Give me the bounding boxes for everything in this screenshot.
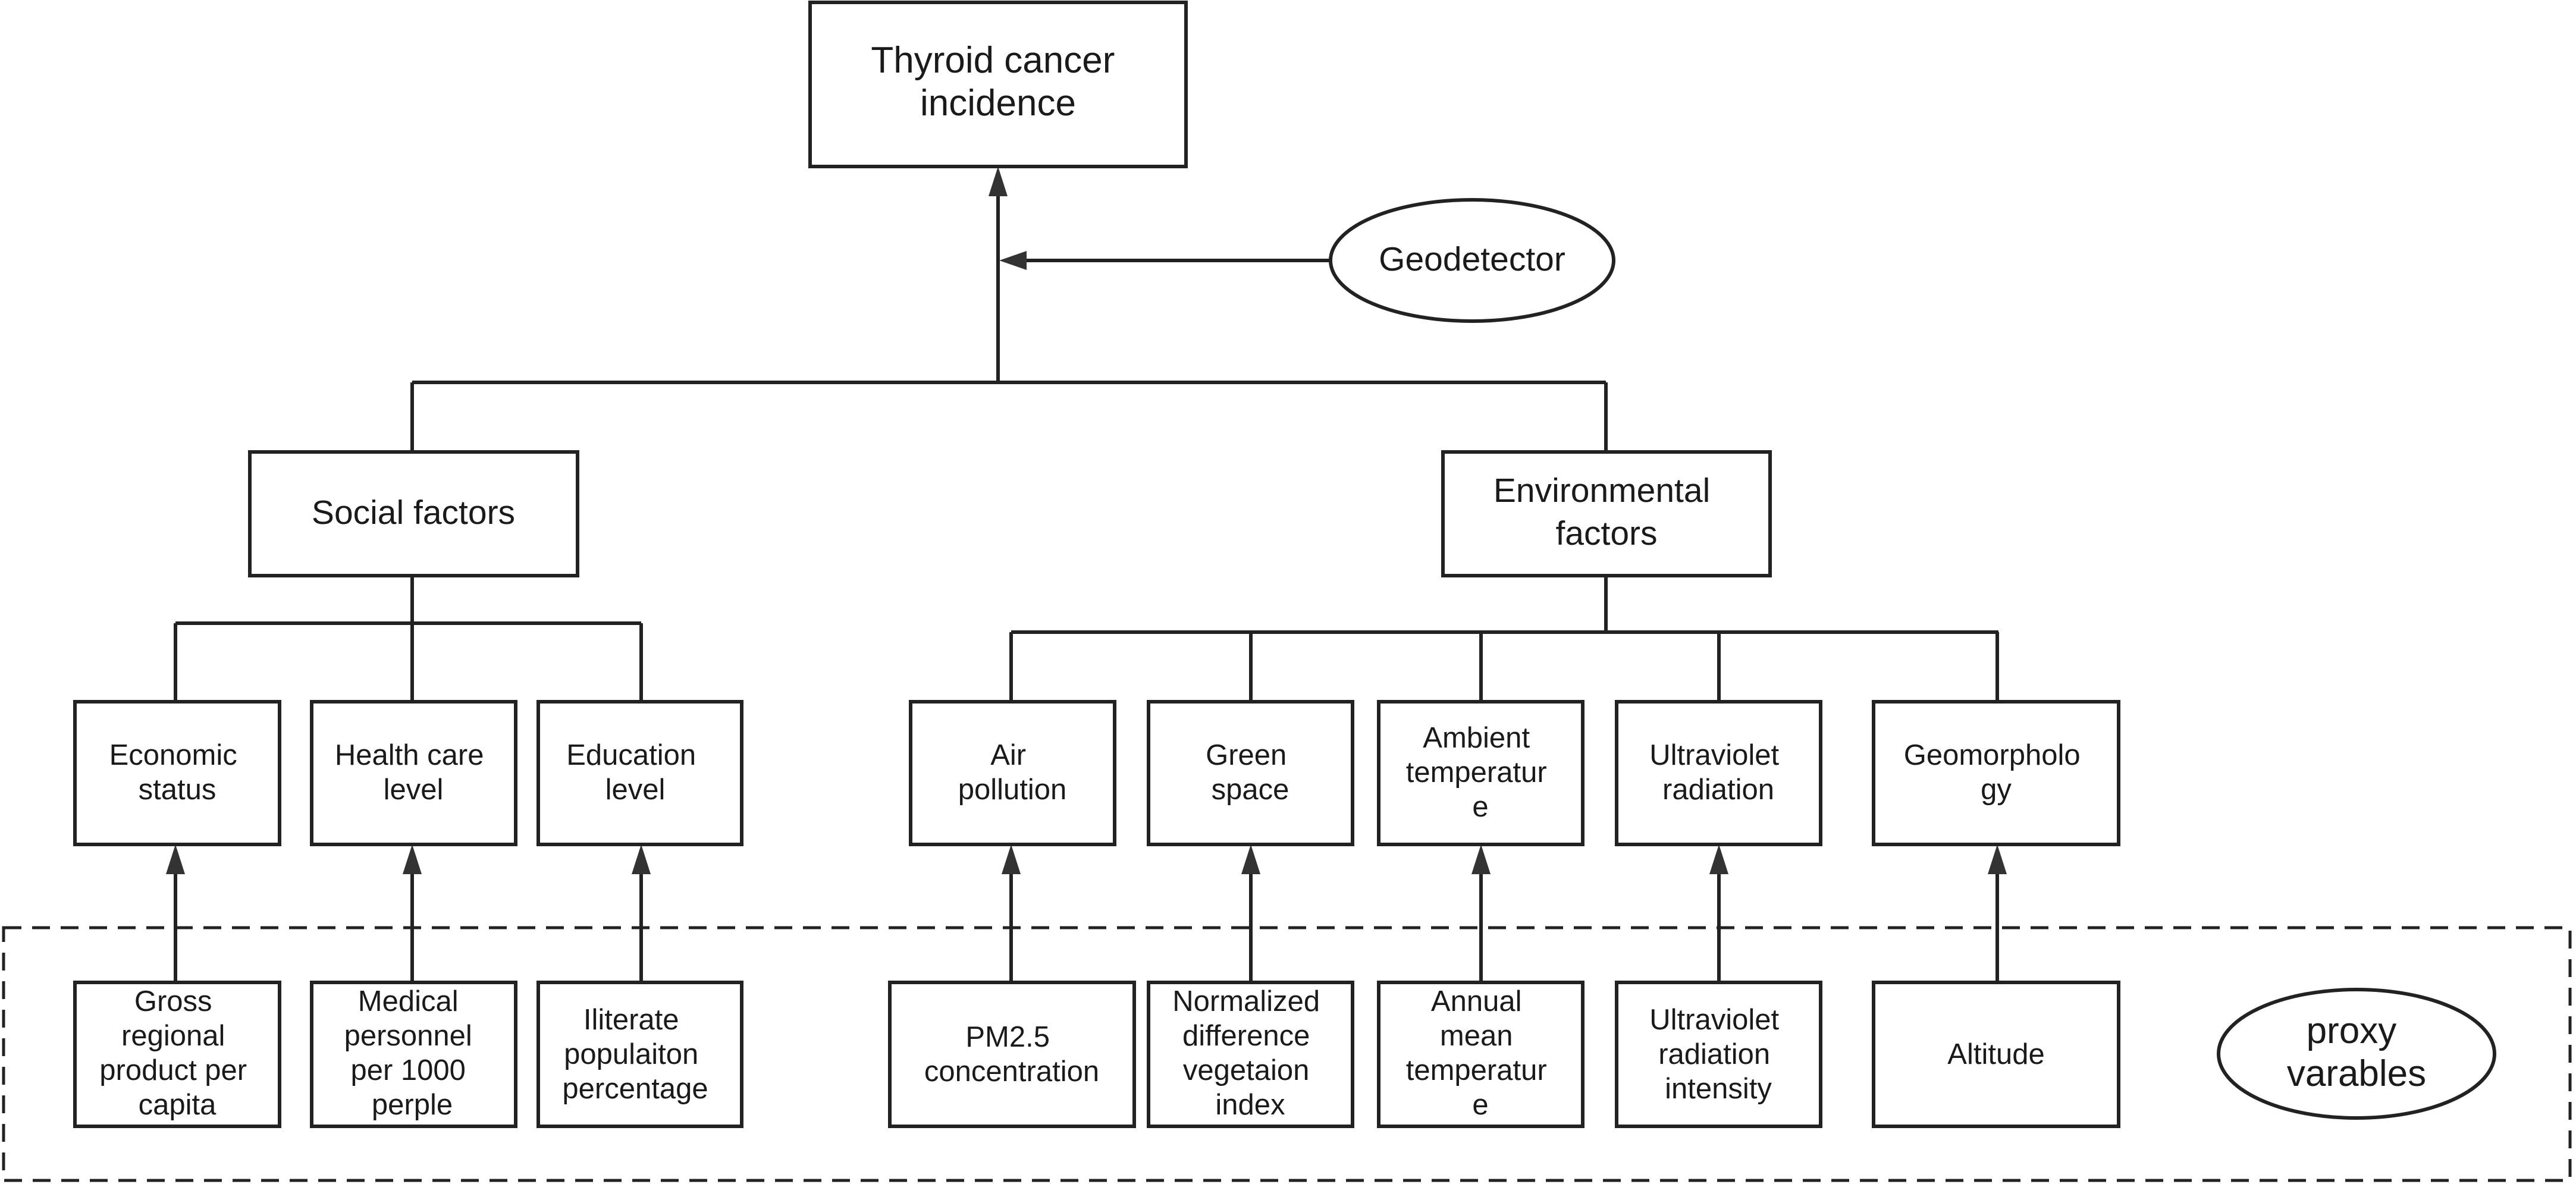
proxy-uv-intensity-label: Ultraviolet radiation intensity <box>1649 1004 1787 1105</box>
education-arrowhead <box>632 844 651 874</box>
arrowheads <box>166 167 2007 874</box>
geodetector-label: Geodetector <box>1379 240 1565 278</box>
proxy-variables-node: proxy varables <box>2217 988 2496 1120</box>
proxy-medical-personnel-box <box>310 981 517 1128</box>
factor-geomorphology: Geomorpholo gy <box>1872 700 2120 846</box>
geomorph-arrowhead <box>1988 844 2007 874</box>
root-node: Thyroid cancer incidence <box>808 1 1188 168</box>
factor-green-space-label: Green space <box>1206 739 1295 806</box>
proxy-gross-regional-product-box <box>73 981 281 1128</box>
factor-green-space: Green space <box>1147 700 1354 846</box>
proxy-altitude-box <box>1872 981 2120 1128</box>
proxy-altitude-label: Altitude <box>1947 1038 2044 1070</box>
proxy-uv-intensity: Ultraviolet radiation intensity <box>1615 981 1822 1128</box>
ambient-arrowhead <box>1471 844 1491 874</box>
proxy-uv-intensity-box <box>1615 981 1822 1128</box>
factor-health-care-level: Health care level <box>310 700 517 846</box>
factor-economic-status: Economic status <box>73 700 281 846</box>
factor-ambient-temperature: Ambient temperatur e <box>1377 700 1584 846</box>
proxy-pm25-concentration: PM2.5 concentration <box>888 981 1136 1128</box>
air-arrowhead <box>1002 844 1021 874</box>
proxy-annual-mean-temperature-box <box>1377 981 1584 1128</box>
geodetector-arrowhead <box>999 251 1027 270</box>
factor-ultraviolet-radiation-label: Ultraviolet radiation <box>1649 739 1787 806</box>
factor-ambient-temperature-label: Ambient temperatur e <box>1406 722 1555 823</box>
economic-arrowhead <box>166 844 185 874</box>
factor-green-space-box <box>1147 700 1354 846</box>
proxy-pm25-concentration-box <box>888 981 1136 1128</box>
social-factors-label: Social factors <box>312 494 515 532</box>
factor-geomorphology-label: Geomorpholo gy <box>1904 739 2089 806</box>
factor-health-care-level-label: Health care level <box>335 739 492 806</box>
proxy-medical-personnel-label: Medical personnel per 1000 perple <box>344 985 481 1121</box>
factor-economic-status-label: Economic status <box>109 739 246 806</box>
root-node-box <box>808 1 1188 168</box>
factor-health-care-level-box <box>310 700 517 846</box>
health-care-arrowhead <box>403 844 422 874</box>
factor-education-level-box <box>536 700 743 846</box>
social-factors-box <box>248 450 579 577</box>
proxy-gross-regional-product: Gross regional product per capita <box>73 981 281 1128</box>
environmental-factors-label: Environmental factors <box>1493 472 1720 552</box>
uv-arrowhead <box>1709 844 1728 874</box>
root-arrowhead <box>989 167 1008 196</box>
proxy-annual-mean-temperature-label: Annual mean temperatur e <box>1406 985 1555 1121</box>
proxy-gross-regional-product-label: Gross regional product per capita <box>99 985 255 1121</box>
factor-education-level: Education level <box>536 700 743 846</box>
proxy-medical-personnel: Medical personnel per 1000 perple <box>310 981 517 1128</box>
proxy-illiterate-population-box <box>536 981 743 1128</box>
factor-geomorphology-box <box>1872 700 2120 846</box>
environmental-factors-node: Environmental factors <box>1441 450 1772 577</box>
proxy-pm25-concentration-label: PM2.5 concentration <box>924 1021 1099 1088</box>
factor-ultraviolet-radiation: Ultraviolet radiation <box>1615 700 1822 846</box>
proxy-variables-region <box>2 926 2572 1182</box>
factor-education-level-label: Education level <box>566 739 704 806</box>
proxy-ndvi: Normalized difference vegetaion index <box>1147 981 1354 1128</box>
connectors <box>174 187 1999 981</box>
proxy-annual-mean-temperature: Annual mean temperatur e <box>1377 981 1584 1128</box>
social-factors-node: Social factors <box>248 450 579 577</box>
factor-air-pollution: Air pollution <box>909 700 1116 846</box>
proxy-illiterate-population-label: Iliterate populaiton percentage <box>562 1004 708 1105</box>
geodetector-node: Geodetector <box>1329 198 1615 323</box>
factor-ambient-temperature-box <box>1377 700 1584 846</box>
geodetector-ellipse <box>1329 198 1615 323</box>
proxy-ndvi-label: Normalized difference vegetaion index <box>1172 985 1328 1121</box>
root-node-label: Thyroid cancer incidence <box>871 40 1125 124</box>
proxy-ndvi-box <box>1147 981 1354 1128</box>
environmental-factors-box <box>1441 450 1772 577</box>
factor-ultraviolet-radiation-box <box>1615 700 1822 846</box>
proxy-illiterate-population: Iliterate populaiton percentage <box>536 981 743 1128</box>
factor-economic-status-box <box>73 700 281 846</box>
factor-air-pollution-box <box>909 700 1116 846</box>
proxy-variables-ellipse <box>2217 988 2496 1120</box>
proxy-variables-label: proxy varables <box>2287 1010 2426 1094</box>
green-arrowhead <box>1241 844 1260 874</box>
proxy-altitude: Altitude <box>1872 981 2120 1128</box>
factor-air-pollution-label: Air pollution <box>958 739 1067 806</box>
